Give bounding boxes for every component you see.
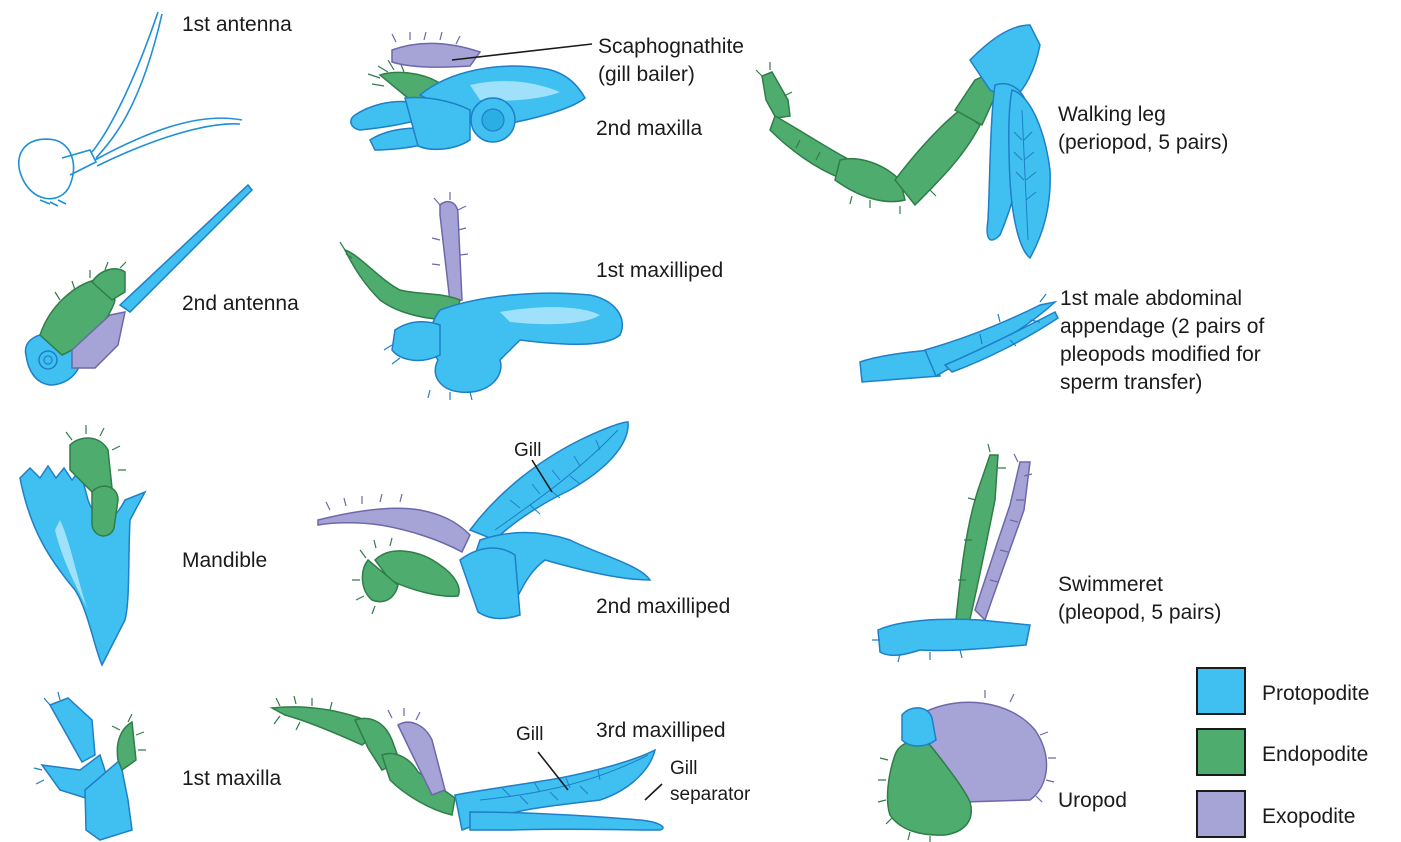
- label-2nd-antenna: 2nd antenna: [182, 291, 299, 317]
- second-maxilliped-drawing: [318, 422, 650, 618]
- legend-label-protopodite: Protopodite: [1262, 681, 1369, 707]
- mandible-drawing: [20, 425, 145, 665]
- legend-swatch-endopodite: [1196, 728, 1246, 776]
- uropod-drawing: [878, 690, 1056, 842]
- label-uropod: Uropod: [1058, 788, 1127, 814]
- male-abdominal-appendage-drawing: [860, 294, 1058, 382]
- second-antenna-drawing: [25, 185, 252, 385]
- label-gill-bottom: Gill: [516, 722, 543, 748]
- second-maxilla-drawing: [351, 32, 585, 150]
- label-mandible: Mandible: [182, 548, 267, 574]
- label-1st-maxilla: 1st maxilla: [182, 766, 281, 792]
- first-maxilla-drawing: [34, 692, 146, 840]
- label-2nd-maxilliped: 2nd maxilliped: [596, 594, 730, 620]
- label-gill-separator-line2: separator: [670, 782, 750, 808]
- label-2nd-maxilla: 2nd maxilla: [596, 116, 702, 142]
- label-walking-leg: Walking leg: [1058, 102, 1166, 128]
- legend-label-endopodite: Endopodite: [1262, 742, 1368, 768]
- first-antenna-drawing: [19, 12, 242, 206]
- label-male-appendage-line4: sperm transfer): [1060, 370, 1202, 396]
- label-gill-separator-line1: Gill: [670, 756, 697, 782]
- label-gill-bailer: (gill bailer): [598, 62, 695, 88]
- label-male-appendage-line3: pleopods modified for: [1060, 342, 1261, 368]
- label-1st-maxilliped: 1st maxilliped: [596, 258, 723, 284]
- label-1st-antenna: 1st antenna: [182, 12, 292, 38]
- legend-label-exopodite: Exopodite: [1262, 804, 1355, 830]
- swimmeret-drawing: [872, 444, 1032, 662]
- label-male-appendage-line1: 1st male abdominal: [1060, 286, 1242, 312]
- label-gill-top: Gill: [514, 438, 541, 464]
- label-3rd-maxilliped: 3rd maxilliped: [596, 718, 726, 744]
- first-maxilliped-drawing: [340, 192, 622, 400]
- label-walking-leg-note: (periopod, 5 pairs): [1058, 130, 1228, 156]
- label-scaphognathite: Scaphognathite: [598, 34, 744, 60]
- walking-leg-drawing: [756, 25, 1050, 258]
- legend-swatch-exopodite: [1196, 790, 1246, 838]
- label-swimmeret-note: (pleopod, 5 pairs): [1058, 600, 1221, 626]
- third-maxilliped-drawing: [272, 696, 663, 830]
- label-swimmeret: Swimmeret: [1058, 572, 1163, 598]
- label-male-appendage-line2: appendage (2 pairs of: [1060, 314, 1264, 340]
- legend-swatch-protopodite: [1196, 667, 1246, 715]
